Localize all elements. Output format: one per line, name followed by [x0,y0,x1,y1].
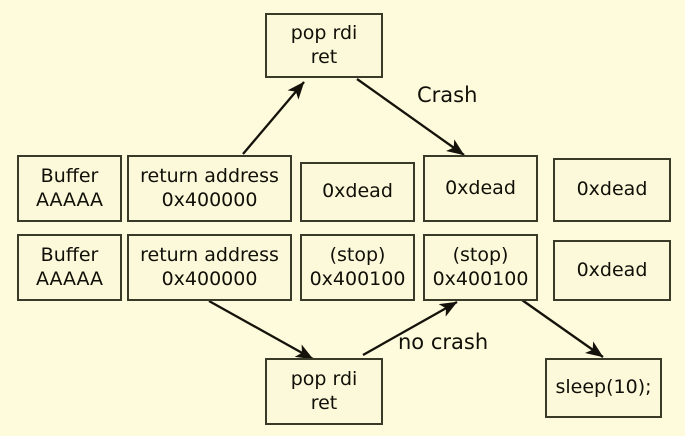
arrow-retaddr-to-gadget [242,81,305,155]
row1-cell-dead-3[interactable]: 0xdead [553,158,671,222]
row2-cell-stop-1-line2: 0x400100 [309,267,406,290]
sleep-box-line2: sleep(10); [555,376,652,399]
label-crash: Crash [417,83,478,107]
gadget-top-line1: pop rdi [290,22,358,45]
row1-cell-dead-2-line2: 0xdead [445,176,516,199]
row2-cell-return-address-line2: 0x400000 [161,267,258,290]
row2-cell-dead[interactable]: 0xdead [553,240,671,301]
row1-cell-return-address-line2: 0x400000 [161,188,258,211]
row2-cell-return-address-line1: return address [140,244,279,267]
row2-cell-stop-1[interactable]: (stop) 0x400100 [300,234,415,301]
label-no-crash: no crash [398,330,489,354]
row1-cell-dead-1-line2: 0xdead [322,180,393,203]
gadget-box-bottom[interactable]: pop rdi ret [265,358,383,425]
row2-cell-buffer[interactable]: Buffer AAAAA [17,234,122,301]
gadget-bottom-line2: ret [310,391,338,414]
row2-cell-stop-1-line1: (stop) [329,244,386,267]
gadget-box-top[interactable]: pop rdi ret [265,13,383,78]
arrow-stop-to-sleep [521,299,604,358]
gadget-bottom-line1: pop rdi [290,368,358,391]
row2-cell-stop-2-line2: 0x400100 [432,267,529,290]
row1-cell-dead-3-line2: 0xdead [576,178,648,201]
row2-cell-stop-2[interactable]: (stop) 0x400100 [423,234,538,301]
row2-cell-buffer-line2: AAAAA [35,267,104,290]
arrow-retaddr-to-gadget-bottom [208,299,314,361]
row1-cell-buffer-line1: Buffer [40,165,99,188]
row1-cell-return-address[interactable]: return address 0x400000 [127,155,292,222]
row1-cell-return-address-line1: return address [140,165,279,188]
row1-cell-buffer-line2: AAAAA [35,188,104,211]
row2-cell-return-address[interactable]: return address 0x400000 [127,234,292,301]
row1-cell-dead-2[interactable]: 0xdead [423,155,538,222]
row2-cell-stop-2-line1: (stop) [452,244,509,267]
sleep-box[interactable]: sleep(10); [545,358,662,418]
gadget-top-line2: ret [310,45,338,68]
row1-cell-dead-1[interactable]: 0xdead [300,162,415,222]
row1-cell-buffer[interactable]: Buffer AAAAA [17,155,122,222]
row2-cell-buffer-line1: Buffer [40,244,99,267]
row2-cell-dead-line2: 0xdead [576,258,648,281]
